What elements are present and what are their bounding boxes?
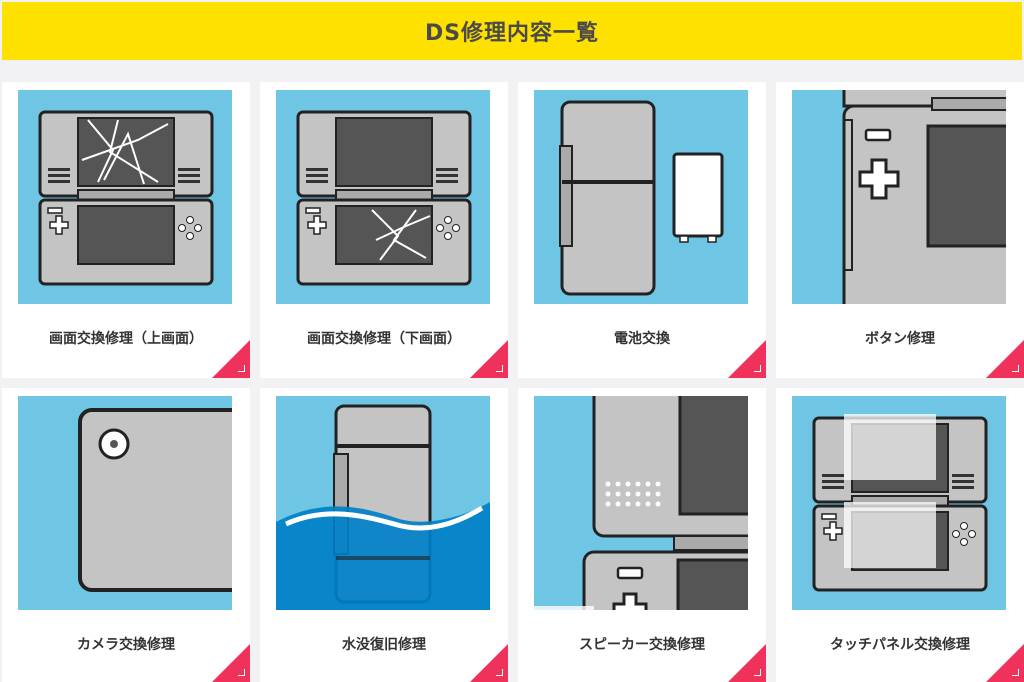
service-card-label: カメラ交換修理 bbox=[77, 637, 175, 653]
service-card-speaker[interactable]: スピーカー交換修理 bbox=[518, 388, 766, 682]
corner-arrow-icon bbox=[470, 644, 508, 682]
corner-arrow-icon bbox=[212, 644, 250, 682]
service-card-label: ボタン修理 bbox=[865, 331, 935, 347]
corner-arrow-icon bbox=[728, 340, 766, 378]
corner-arrow-mark bbox=[754, 669, 761, 676]
corner-arrow-mark bbox=[1012, 365, 1019, 372]
corner-arrow-icon bbox=[470, 340, 508, 378]
water-damage-icon bbox=[276, 396, 490, 610]
service-card-touch-panel[interactable]: タッチパネル交換修理 bbox=[776, 388, 1024, 682]
service-card-label: タッチパネル交換修理 bbox=[830, 637, 970, 653]
ds-cracked-bottom-screen-icon bbox=[276, 90, 490, 304]
service-card-button[interactable]: ボタン修理 bbox=[776, 82, 1024, 378]
corner-arrow-mark bbox=[238, 669, 245, 676]
speaker-icon bbox=[534, 396, 748, 610]
service-card-battery[interactable]: 電池交換 bbox=[518, 82, 766, 378]
page-header: DS修理内容一覧 bbox=[2, 2, 1022, 60]
service-card-top-screen[interactable]: 画面交換修理（上画面） bbox=[2, 82, 250, 378]
corner-arrow-mark bbox=[754, 365, 761, 372]
service-card-camera[interactable]: カメラ交換修理 bbox=[2, 388, 250, 682]
service-card-label: 画面交換修理（上画面） bbox=[49, 331, 203, 347]
battery-icon bbox=[534, 90, 748, 304]
service-card-label: 水没復旧修理 bbox=[342, 637, 426, 653]
corner-arrow-icon bbox=[986, 340, 1024, 378]
corner-arrow-mark bbox=[1012, 669, 1019, 676]
page-title: DS修理内容一覧 bbox=[424, 21, 600, 46]
service-card-bottom-screen[interactable]: 画面交換修理（下画面） bbox=[260, 82, 508, 378]
service-card-label: 画面交換修理（下画面） bbox=[307, 331, 461, 347]
touch-panel-icon bbox=[792, 396, 1006, 610]
corner-arrow-icon bbox=[212, 340, 250, 378]
corner-arrow-mark bbox=[496, 669, 503, 676]
service-card-label: スピーカー交換修理 bbox=[579, 637, 705, 653]
corner-arrow-mark bbox=[238, 365, 245, 372]
corner-arrow-icon bbox=[728, 644, 766, 682]
corner-arrow-mark bbox=[496, 365, 503, 372]
service-card-label: 電池交換 bbox=[614, 331, 670, 347]
corner-arrow-icon bbox=[986, 644, 1024, 682]
dpad-button-icon bbox=[792, 90, 1006, 304]
camera-lens-icon bbox=[18, 396, 232, 610]
service-card-water[interactable]: 水没復旧修理 bbox=[260, 388, 508, 682]
ds-cracked-top-screen-icon bbox=[18, 90, 232, 304]
